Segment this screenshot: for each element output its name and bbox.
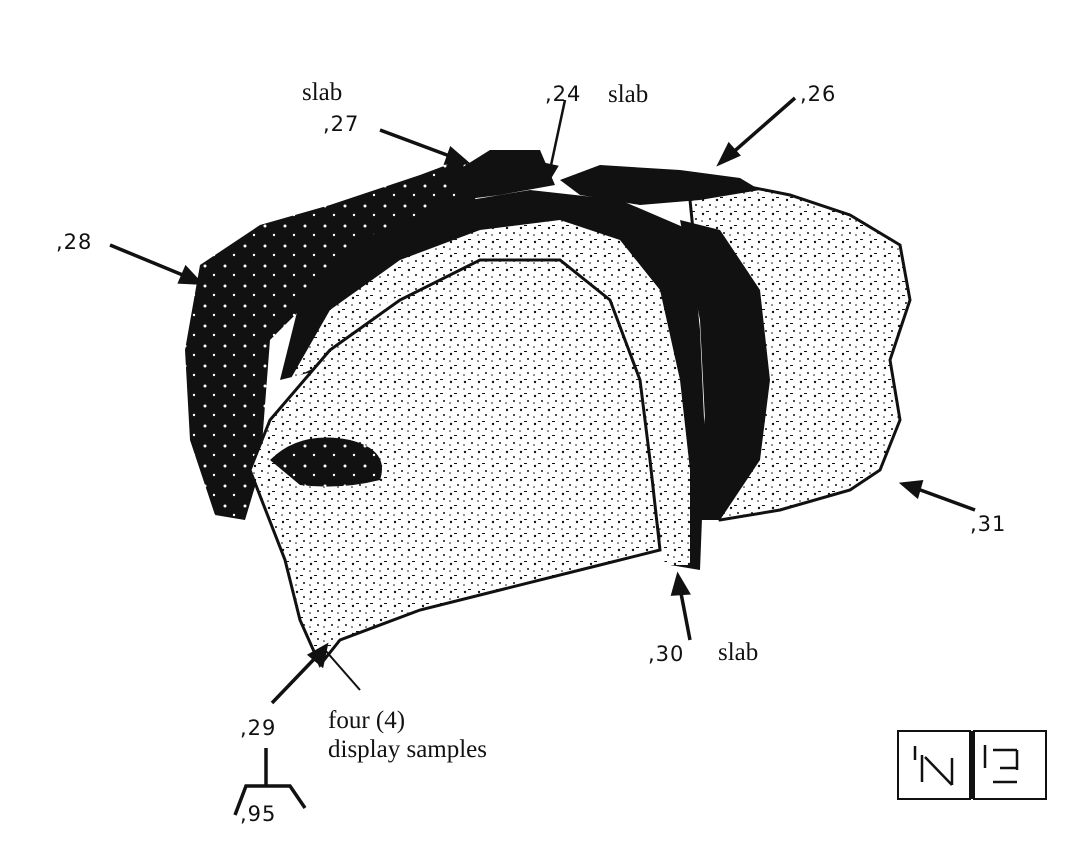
sample-label-29: ,29 [240, 716, 277, 740]
display-note-line-1: four (4) [328, 707, 406, 734]
display-samples-note: four (4) display samples [328, 706, 487, 764]
sample-label-27: ,27 [323, 112, 360, 136]
sample-label-31: ,31 [970, 512, 1007, 536]
slab-label-top-left: slab [302, 79, 343, 106]
sample-label-95: ,95 [240, 802, 277, 826]
sample-label-30: ,30 [648, 642, 685, 666]
slab-label-top-mid: slab [608, 81, 649, 108]
sample-label-28: ,28 [56, 230, 93, 254]
sample-label-24: ,24 [545, 82, 582, 106]
east-face-letter [983, 745, 1019, 784]
display-note-line-2: display samples [328, 736, 488, 763]
orientation-cube [897, 730, 1047, 800]
sample-label-26: ,26 [800, 82, 837, 106]
north-face-letter [913, 746, 954, 786]
rock-body [185, 150, 912, 668]
slab-label-bottom: slab [718, 639, 759, 666]
leader-lines [109, 96, 976, 816]
